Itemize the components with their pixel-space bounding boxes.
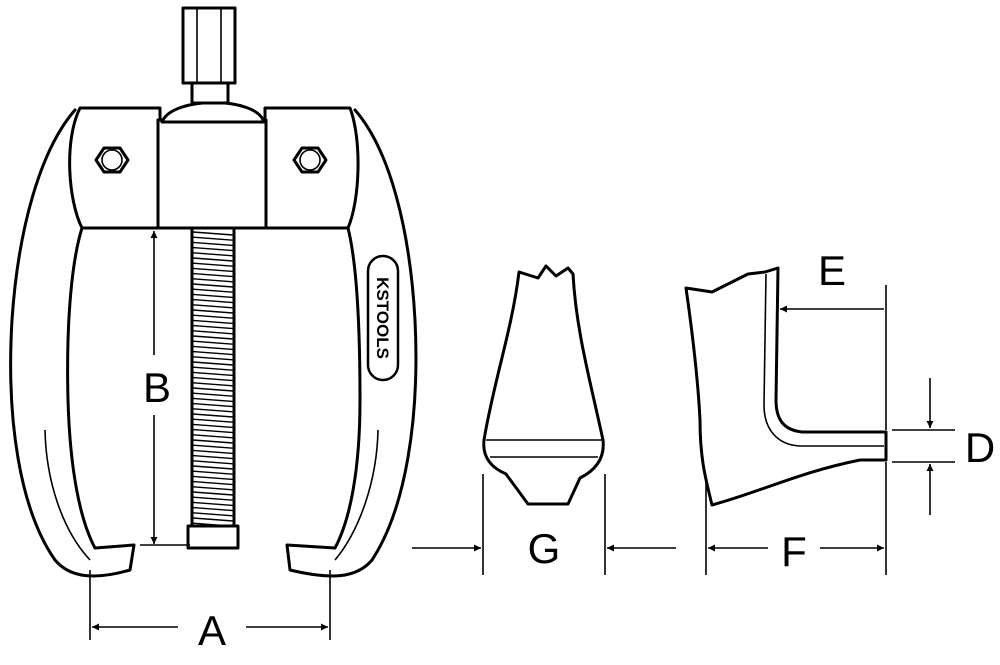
thread-line bbox=[192, 428, 234, 434]
thread-line bbox=[192, 382, 234, 387]
thread-line bbox=[192, 283, 234, 288]
thread-line bbox=[192, 241, 234, 247]
label-e: E bbox=[818, 247, 846, 294]
thread-line bbox=[192, 335, 234, 340]
thread-line bbox=[192, 356, 234, 361]
right-hex-nut bbox=[292, 146, 328, 174]
thread-line bbox=[192, 319, 234, 325]
thread-line bbox=[192, 236, 234, 241]
left-arm bbox=[9, 108, 162, 578]
thread-line bbox=[192, 439, 234, 444]
thread-line bbox=[192, 376, 234, 382]
thread-line bbox=[192, 257, 234, 262]
thread-line bbox=[192, 408, 234, 413]
thread-line bbox=[192, 470, 234, 475]
thread-line bbox=[192, 314, 234, 319]
label-f: F bbox=[781, 528, 807, 575]
label-a: A bbox=[198, 607, 226, 654]
thread-line bbox=[192, 387, 234, 392]
thread-line bbox=[192, 397, 234, 403]
dimension-a: A bbox=[89, 570, 331, 654]
thread-line bbox=[192, 491, 234, 496]
thread-line bbox=[192, 423, 234, 429]
thread-line bbox=[192, 324, 234, 330]
label-g: G bbox=[528, 525, 561, 572]
thread-line bbox=[192, 262, 234, 267]
label-d: D bbox=[965, 424, 995, 471]
dimension-g: G bbox=[412, 474, 676, 575]
thread-line bbox=[192, 444, 234, 449]
thread-line bbox=[192, 304, 234, 309]
thread-line bbox=[192, 330, 234, 335]
thread-line bbox=[192, 480, 234, 486]
thread-line bbox=[192, 465, 234, 470]
thread-line bbox=[192, 340, 234, 345]
kstools-logo: KSTOOLS bbox=[366, 254, 400, 382]
center-block bbox=[156, 118, 268, 230]
thread-line bbox=[192, 345, 234, 351]
thread-line bbox=[192, 392, 234, 397]
jaw-side-view bbox=[684, 266, 888, 507]
dimension-e: E bbox=[780, 247, 887, 430]
left-hex-nut bbox=[94, 146, 130, 174]
thread-line bbox=[192, 486, 234, 491]
thread-line bbox=[192, 454, 234, 460]
two-arm-puller: KSTOOLS bbox=[9, 6, 418, 578]
thread-line bbox=[192, 288, 234, 293]
thread-line bbox=[192, 371, 234, 377]
right-arm bbox=[263, 108, 418, 578]
thread-line bbox=[192, 361, 234, 366]
thread-line bbox=[192, 501, 234, 507]
jaw-front-view bbox=[482, 264, 605, 506]
spindle-tip bbox=[186, 524, 240, 550]
thread-line bbox=[192, 231, 234, 236]
label-b: B bbox=[143, 364, 171, 411]
thread-line bbox=[192, 512, 234, 517]
thread-line bbox=[192, 252, 234, 257]
thread-line bbox=[192, 350, 234, 356]
thread-line bbox=[192, 475, 234, 481]
spindle-threads bbox=[192, 231, 234, 527]
thread-line bbox=[192, 366, 234, 371]
thread-line bbox=[192, 496, 234, 501]
dimension-b: B bbox=[140, 231, 190, 546]
thread-line bbox=[192, 506, 234, 512]
thread-line bbox=[192, 517, 234, 522]
thread-line bbox=[192, 413, 234, 418]
thread-line bbox=[192, 293, 234, 299]
dimension-f: F bbox=[705, 462, 887, 575]
thread-line bbox=[192, 246, 234, 252]
thread-line bbox=[192, 298, 234, 304]
thread-line bbox=[192, 449, 234, 455]
thread-line bbox=[192, 272, 234, 278]
dimension-d: D bbox=[892, 378, 995, 515]
thread-line bbox=[192, 434, 234, 439]
thread-line bbox=[192, 278, 234, 283]
thread-line bbox=[192, 460, 234, 465]
thread-line bbox=[192, 418, 234, 423]
thread-line bbox=[192, 267, 234, 273]
thread-line bbox=[192, 402, 234, 408]
thread-line bbox=[192, 309, 234, 314]
spindle-head bbox=[181, 6, 237, 85]
logo-text: KSTOOLS bbox=[373, 277, 392, 359]
